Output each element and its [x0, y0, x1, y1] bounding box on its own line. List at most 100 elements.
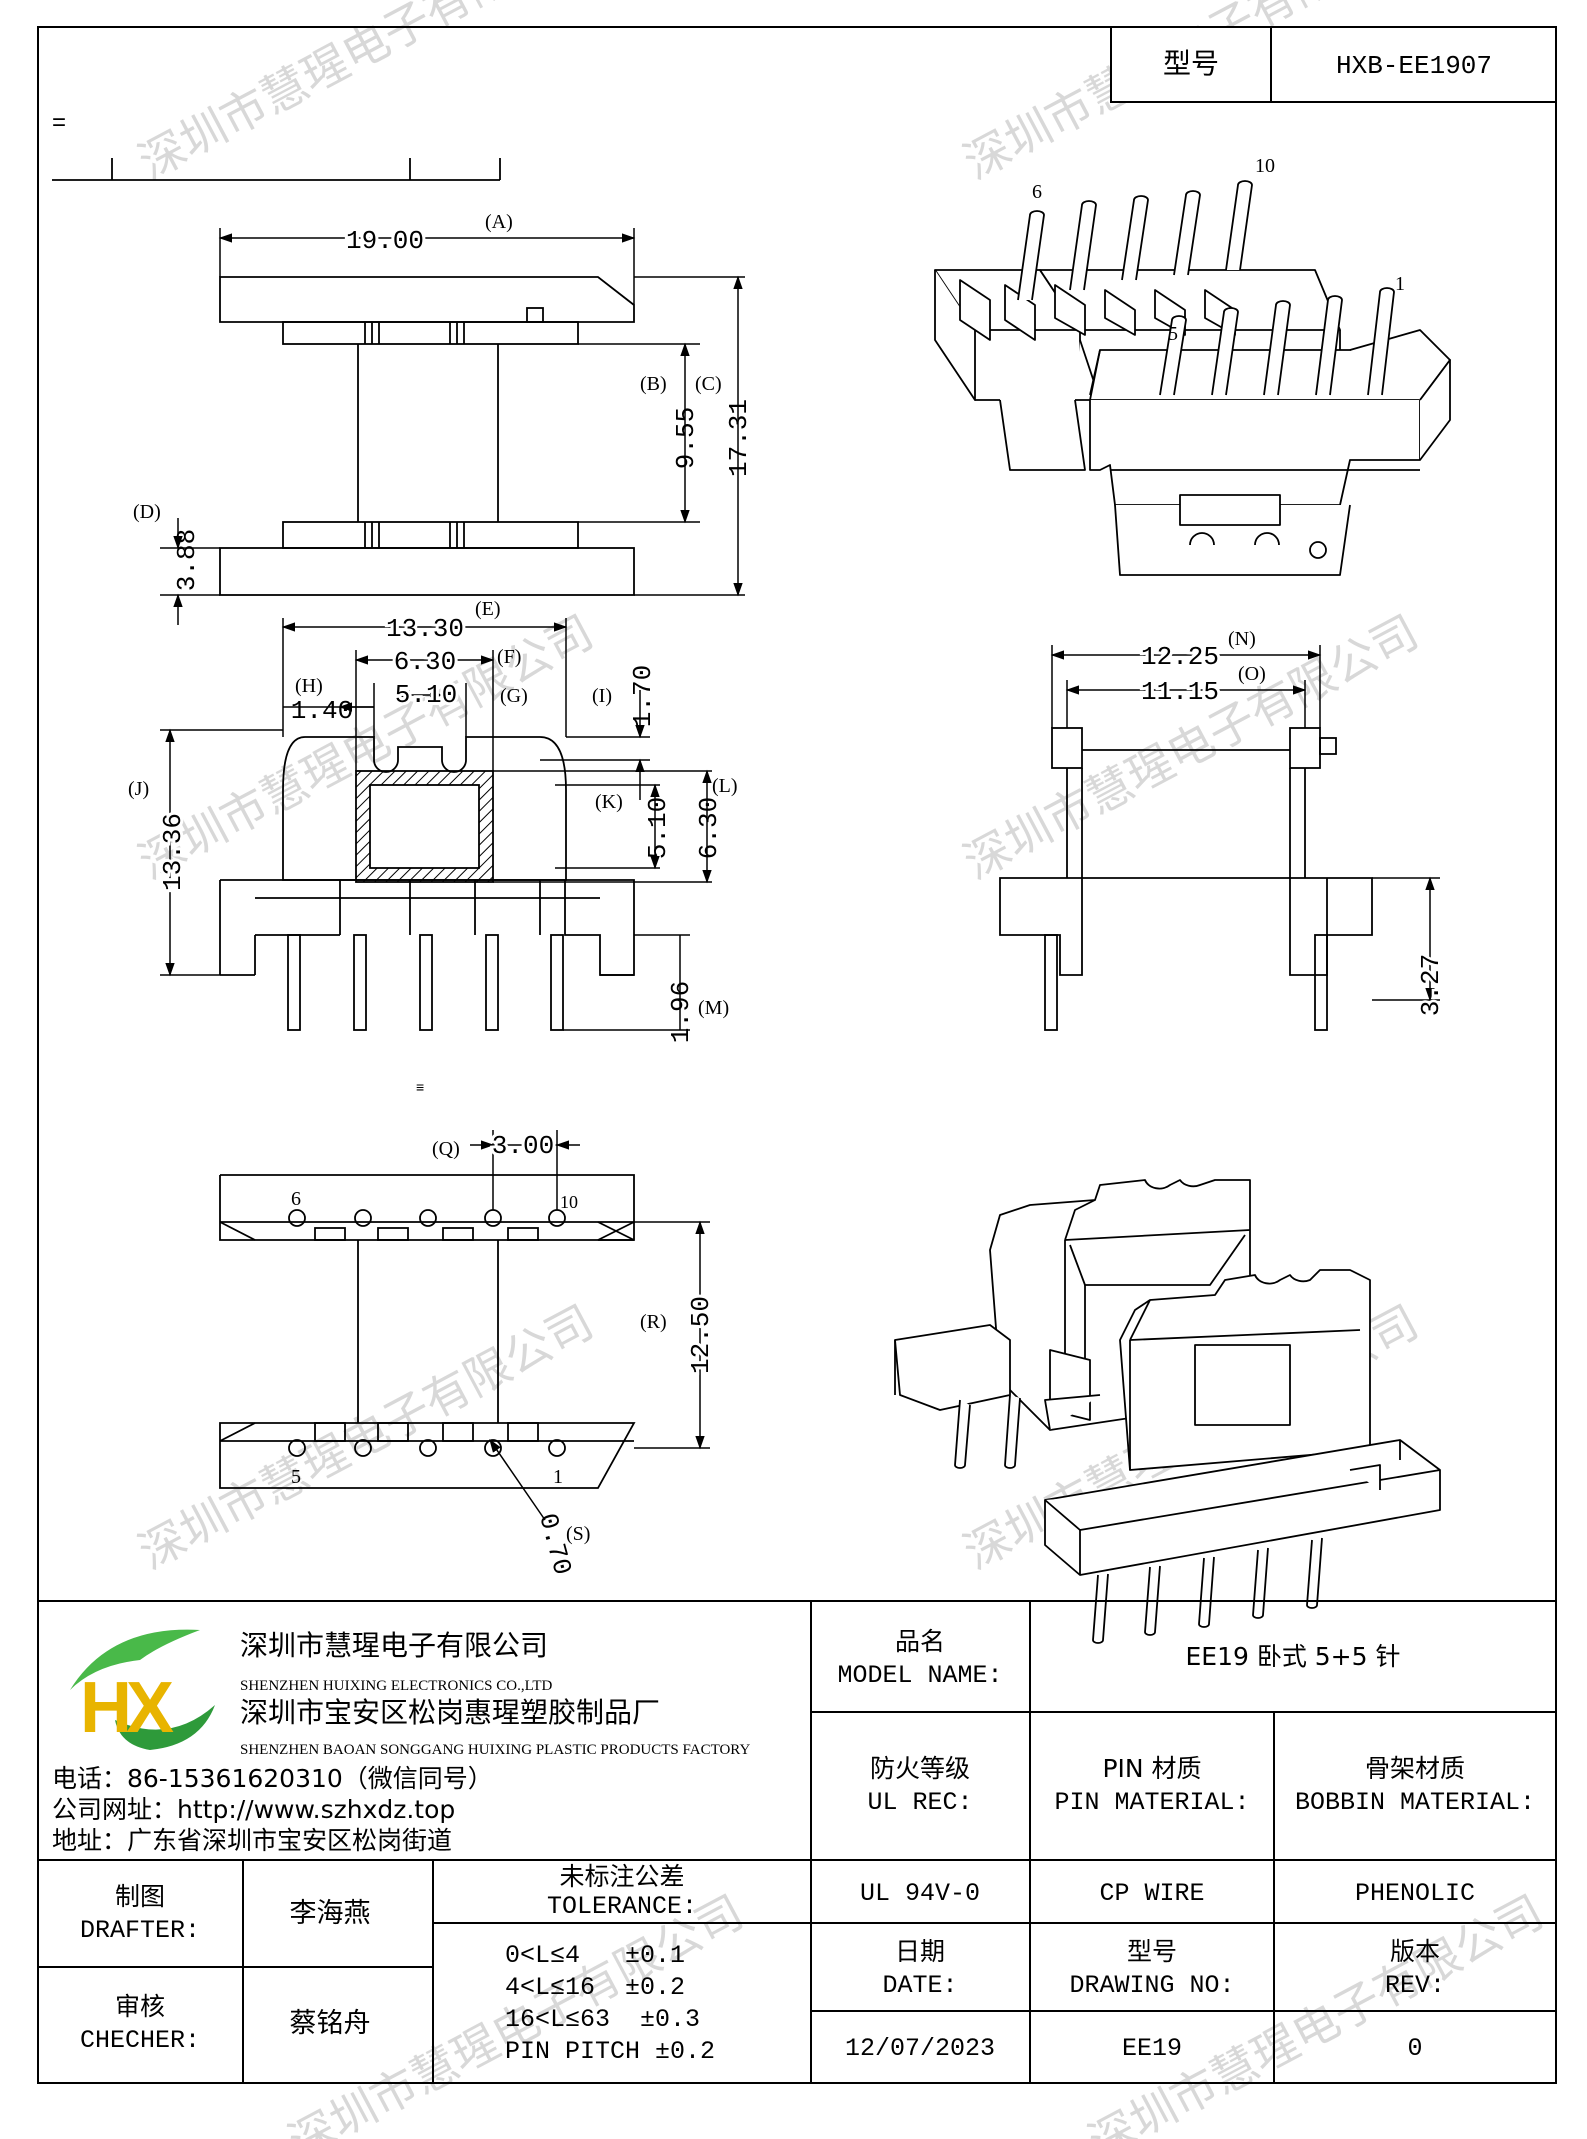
bobbin-material-label-cn: 骨架材质 [1365, 1754, 1465, 1783]
dim-m-value: 1.96 [666, 981, 696, 1043]
dim-l-value: 6.30 [694, 797, 724, 859]
top-left-tick-line [52, 158, 501, 181]
model-name-label-cn: 品名 [895, 1627, 945, 1656]
pin-label-10: 10 [560, 1192, 578, 1212]
stray-mark-mid: ≡ [416, 1079, 424, 1095]
dim-j-value: 13.36 [158, 813, 188, 891]
header-model-value: HXB-EE1907 [1336, 51, 1492, 81]
rev-label-en: REV: [1385, 1971, 1445, 2000]
company-address: 地址：广东省深圳市宝安区松岗街道 [52, 1826, 452, 1855]
factory-name-en: SHENZHEN BAOAN SONGGANG HUIXING PLASTIC … [240, 1742, 750, 1758]
drafter-label-cn: 制图 [115, 1882, 165, 1911]
ul-rating-value: UL 94V-0 [860, 1879, 980, 1908]
tolerance-line: 4<L≤16 ±0.2 [505, 1973, 685, 2002]
dim-a-tag: (A) [485, 211, 513, 233]
dim-q-value: 3.00 [492, 1131, 554, 1161]
dim-d-tag: (D) [133, 501, 161, 523]
dim-r-tag: (R) [640, 1311, 667, 1333]
drawing-no-value: EE19 [1122, 2034, 1182, 2063]
isometric-view-top [934, 180, 1451, 576]
dim-e-tag: (E) [475, 598, 501, 620]
dim-g-tag: (G) [500, 685, 528, 707]
pin-label-1: 1 [553, 1466, 563, 1488]
dim-c-tag: (C) [695, 373, 722, 395]
tolerance-line: PIN PITCH ±0.2 [505, 2037, 715, 2066]
dim-q-tag: (Q) [432, 1138, 460, 1160]
tolerance-line: 0<L≤4 ±0.1 [505, 1941, 685, 1970]
dim-c-value: 17.31 [724, 399, 754, 477]
pin-label-5: 5 [291, 1466, 301, 1488]
dim-j-tag: (J) [128, 778, 149, 800]
dim-o-tag: (O) [1238, 663, 1266, 685]
factory-name-cn: 深圳市宝安区松岗惠瑆塑胶制品厂 [240, 1696, 660, 1729]
company-phone: 电话：86-15361620310（微信同号） [52, 1764, 493, 1793]
front-view [219, 276, 635, 596]
dim-r-value: 12.50 [686, 1296, 716, 1374]
rev-value: 0 [1407, 2034, 1422, 2063]
isometric-view-bottom [894, 1179, 1441, 1644]
dim-i-value: 1.70 [628, 665, 658, 727]
date-label-en: DATE: [882, 1971, 957, 2000]
pin-material-value: CP WIRE [1099, 1879, 1204, 1908]
date-label-cn: 日期 [895, 1937, 945, 1966]
stray-mark: = [52, 109, 66, 136]
dim-h-tag: (H) [295, 675, 323, 697]
side-view-dimensions [160, 618, 712, 1031]
checker-label-cn: 审核 [115, 1992, 165, 2021]
sheet-border [37, 26, 1557, 2084]
drawing-no-label-en: DRAWING NO: [1069, 1971, 1234, 2000]
company-logo: HX [70, 1629, 215, 1750]
dim-f-tag: (F) [497, 646, 521, 668]
end-view-dimensions [1050, 645, 1440, 1002]
drafter-name: 李海燕 [290, 1898, 371, 1929]
iso-pin-label-1: 1 [1395, 273, 1405, 295]
company-name-cn: 深圳市慧瑆电子有限公司 [240, 1629, 548, 1662]
dim-k-tag: (K) [595, 791, 623, 813]
tolerance-label-cn: 未标注公差 [559, 1862, 684, 1891]
bobbin-material-value: PHENOLIC [1355, 1879, 1475, 1908]
checker-label-en: CHECHER: [80, 2026, 200, 2055]
model-name-label-en: MODEL NAME: [837, 1661, 1002, 1690]
tolerance-line: 16<L≤63 ±0.3 [505, 2005, 700, 2034]
dim-h-value: 1.40 [291, 696, 353, 726]
svg-text:深圳市慧瑆电子有限公司: 深圳市慧瑆电子有限公司 [130, 0, 602, 190]
dim-m-tag: (M) [698, 997, 729, 1019]
dim-k-value: 5.10 [643, 797, 673, 859]
dim-b-tag: (B) [640, 373, 667, 395]
dim-g-value: 5.10 [395, 680, 457, 710]
header-model-box: 型号 HXB-EE1907 [1110, 26, 1557, 103]
drafter-label-en: DRAFTER: [80, 1916, 200, 1945]
pin-material-label-cn: PIN 材质 [1102, 1754, 1201, 1783]
ul-label-cn: 防火等级 [870, 1754, 970, 1783]
pin-label-6: 6 [291, 1188, 301, 1210]
iso-pin-label-5: 5 [1168, 323, 1178, 345]
pin-view-dimensions [470, 1130, 710, 1521]
dim-e-value: 13.30 [386, 614, 464, 644]
company-name-en: SHENZHEN HUIXING ELECTRONICS CO.,LTD [240, 1678, 553, 1694]
dim-n-tag: (N) [1228, 628, 1256, 650]
drawing-no-label-cn: 型号 [1127, 1937, 1177, 1966]
front-view-dimensions [160, 228, 745, 625]
iso-pin-label-6: 6 [1032, 181, 1042, 203]
iso-pin-label-10: 10 [1255, 155, 1275, 177]
dim-s-tag: (S) [566, 1523, 590, 1545]
title-block [38, 1600, 1556, 2083]
rev-label-cn: 版本 [1390, 1937, 1440, 1966]
dim-n-value: 12.25 [1141, 642, 1219, 672]
dim-d-value: 3.88 [172, 529, 202, 591]
dim-p-value: 3.27 [1416, 954, 1446, 1016]
dim-l-tag: (L) [712, 775, 738, 797]
date-value: 12/07/2023 [845, 2034, 995, 2063]
dim-f-value: 6.30 [394, 647, 456, 677]
svg-text:深圳市慧瑆电子有限公司: 深圳市慧瑆电子有限公司 [130, 1294, 602, 1579]
model-name-value: EE19 卧式 5+5 针 [1185, 1642, 1400, 1671]
tolerance-label-en: TOLERANCE: [547, 1892, 697, 1921]
company-website: 公司网址：http://www.szhxdz.top [52, 1795, 455, 1824]
bobbin-material-label-en: BOBBIN MATERIAL: [1295, 1788, 1535, 1817]
dim-i-tag: (I) [592, 685, 612, 707]
checker-name: 蔡铭舟 [290, 2008, 371, 2039]
dim-o-value: 11.15 [1141, 677, 1219, 707]
logo-letters: HX [80, 1668, 174, 1748]
side-view [219, 736, 635, 1031]
